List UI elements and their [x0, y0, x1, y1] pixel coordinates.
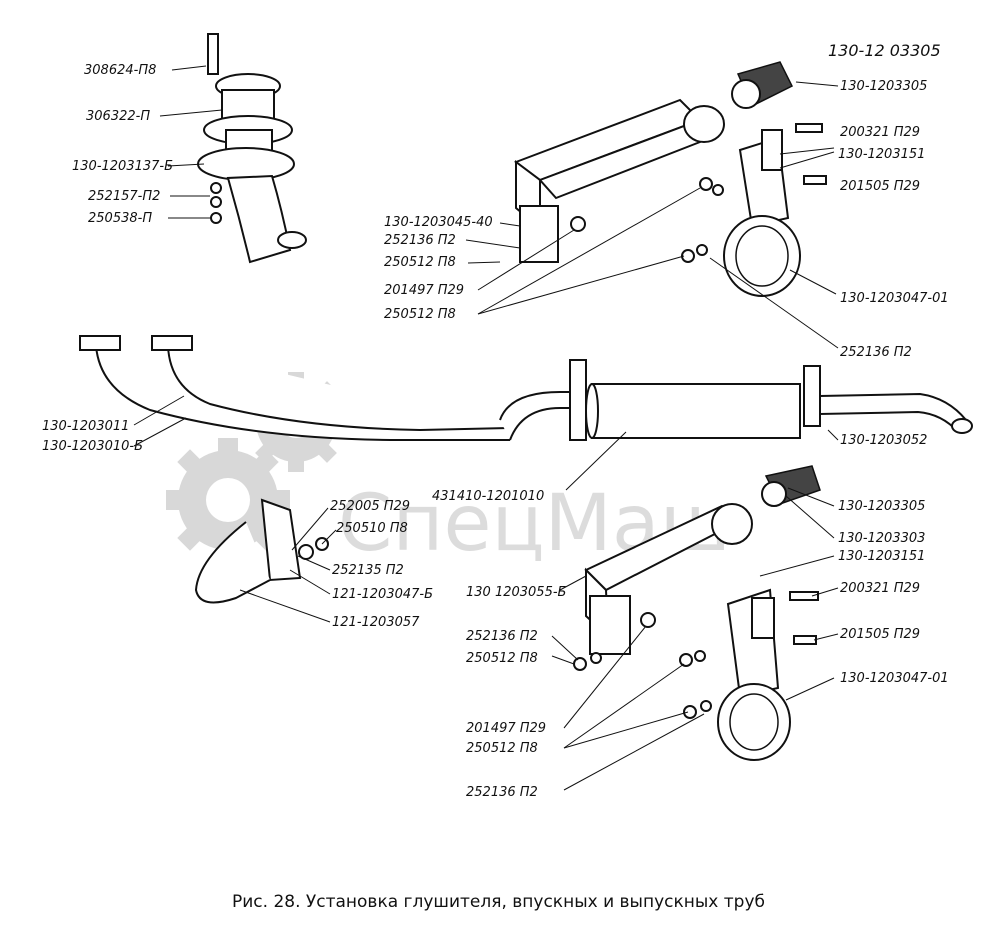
part-labels: 308624-П8 306322-П 130-1203137-Б 252157-…	[42, 41, 949, 800]
label-252136-P2-top: 252136 П2	[384, 233, 456, 248]
label-250512-P8-bottom: 250512 П8	[466, 651, 538, 666]
label-252135-P2: 252135 П2	[332, 563, 404, 578]
label-130-1203047-01-top: 130-1203047-01	[840, 291, 949, 306]
label-200321-P29-bottom: 200321 П29	[840, 581, 920, 596]
label-130-1203011: 130-1203011	[42, 419, 129, 434]
label-201505-P29-top: 201505 П29	[840, 179, 920, 194]
label-130-1203151-bottom: 130-1203151	[838, 549, 925, 564]
leader-lines	[133, 65, 839, 791]
label-250538-P: 250538-П	[88, 211, 152, 226]
label-130-1203305-top: 130-1203305	[840, 79, 927, 94]
label-252136-P2-bottom-2: 252136 П2	[466, 785, 538, 800]
inlet-flange-pipe	[197, 33, 307, 264]
muffler	[569, 359, 821, 441]
label-130-1203305-header: 130-12 03305	[828, 41, 941, 60]
clamp-assembly-bottom	[679, 465, 821, 761]
label-252136-P2-right: 252136 П2	[840, 345, 912, 360]
muffler-bracket-bottom	[573, 503, 753, 671]
label-130-1203303: 130-1203303	[838, 531, 925, 546]
label-121-1203057: 121-1203057	[332, 615, 420, 630]
label-121-1203047-B: 121-1203047-Б	[332, 587, 433, 602]
label-306322-P: 306322-П	[86, 109, 150, 124]
label-130-1203305-bottom: 130-1203305	[838, 499, 925, 514]
label-130-1203045-40: 130-1203045-40	[384, 215, 493, 230]
label-130-1203137-B: 130-1203137-Б	[72, 159, 173, 174]
label-250512-P8-top-2: 250512 П8	[384, 307, 456, 322]
label-130-1203052: 130-1203052	[840, 433, 927, 448]
label-250510-P8: 250510 П8	[336, 521, 408, 536]
label-130-1203151-top: 130-1203151	[838, 147, 925, 162]
clamp-assembly-top	[681, 61, 827, 297]
label-252157-P2: 252157-П2	[88, 189, 160, 204]
label-201497-P29-bottom: 201497 П29	[466, 721, 546, 736]
label-130-1203010-B: 130-1203010-Б	[42, 439, 143, 454]
label-431410-1201010: 431410-1201010	[432, 489, 544, 504]
label-130-1203047-01-bottom: 130-1203047-01	[840, 671, 949, 686]
label-201497-P29-top: 201497 П29	[384, 283, 464, 298]
tail-pipe	[819, 392, 973, 434]
intake-pipes	[79, 335, 601, 441]
label-250512-P8-bottom-2: 250512 П8	[466, 741, 538, 756]
label-201505-P29-bottom: 201505 П29	[840, 627, 920, 642]
label-252005-P29: 252005 П29	[330, 499, 410, 514]
figure-caption: Рис. 28. Установка глушителя, впускных и…	[232, 892, 766, 912]
label-252136-P2-bottom: 252136 П2	[466, 629, 538, 644]
muffler-bracket-top	[513, 98, 725, 263]
label-200321-P29-top: 200321 П29	[840, 125, 920, 140]
label-250512-P8-top: 250512 П8	[384, 255, 456, 270]
label-130-1203055-B: 130 1203055-Б	[466, 585, 567, 600]
label-308624-P8: 308624-П8	[84, 63, 156, 78]
clamp-lower-left	[194, 498, 329, 604]
